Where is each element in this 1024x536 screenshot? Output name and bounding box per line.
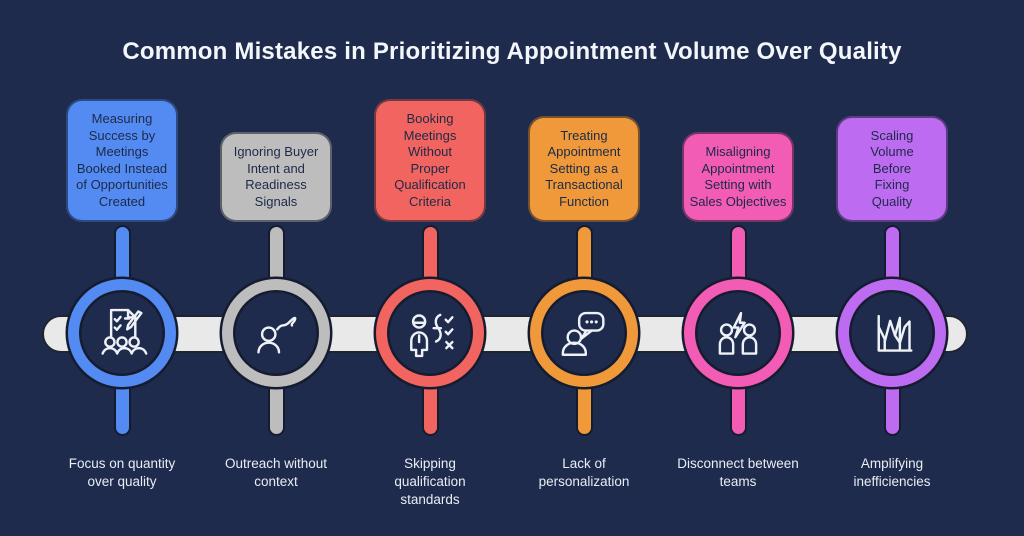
connector-stem-bottom	[885, 378, 899, 434]
page-title: Common Mistakes in Prioritizing Appointm…	[122, 38, 902, 65]
timeline-item-3: Booking Meetings Without Proper Qualific…	[353, 0, 507, 536]
connector-stem-top	[577, 227, 591, 291]
connector-stem-bottom	[115, 378, 129, 434]
consequence-label: Lack of personalization	[538, 456, 630, 490]
connector-stem-bottom	[577, 378, 591, 434]
people-conflict-bolt-icon	[718, 311, 758, 355]
connector-stem-top	[731, 227, 745, 291]
timeline-node	[222, 279, 330, 387]
timeline-node	[68, 279, 176, 387]
consequence-label: Outreach without context	[224, 456, 328, 490]
timeline-item-6: Scaling Volume Before Fixing Quality Amp…	[815, 0, 969, 536]
connector-stem-top	[269, 227, 283, 291]
person-squiggle-path-icon	[257, 316, 297, 354]
timeline-node	[530, 279, 638, 387]
connector-stem-top	[885, 227, 899, 291]
timeline-bar	[42, 315, 968, 353]
timeline-node	[376, 279, 484, 387]
connector-stem-bottom	[269, 378, 283, 434]
timeline-node	[838, 279, 946, 387]
timeline-node	[684, 279, 792, 387]
consequence-label: Amplifying inefficiencies	[853, 456, 931, 490]
timeline-item-4: Treating Appointment Setting as a Transa…	[507, 0, 661, 536]
checklist-pencil-people-icon	[101, 308, 148, 355]
timeline-item-1: Measuring Success by Meetings Booked Ins…	[45, 0, 199, 536]
mistake-card: Treating Appointment Setting as a Transa…	[528, 115, 640, 222]
mistake-card: Measuring Success by Meetings Booked Ins…	[66, 99, 178, 222]
connector-stem-top	[115, 227, 129, 291]
consequence-label: Skipping qualification standards	[394, 456, 466, 508]
connector-stem-bottom	[423, 378, 437, 434]
mistake-card: Misaligning Appointment Setting with Sal…	[682, 132, 794, 222]
consequence-label: Disconnect between teams	[677, 456, 799, 490]
person-criteria-checks-icon	[410, 313, 454, 358]
timeline-item-5: Misaligning Appointment Setting with Sal…	[661, 0, 815, 536]
mistake-card: Booking Meetings Without Proper Qualific…	[374, 99, 486, 222]
jagged-chart-icon	[877, 314, 913, 352]
connector-stem-bottom	[731, 378, 745, 434]
connector-stem-top	[423, 227, 437, 291]
mistake-card: Ignoring Buyer Intent and Readiness Sign…	[220, 132, 332, 222]
person-speech-bubble-icon	[561, 311, 605, 356]
consequence-label: Focus on quantity over quality	[68, 456, 176, 490]
timeline-item-2: Ignoring Buyer Intent and Readiness Sign…	[199, 0, 353, 536]
mistake-card: Scaling Volume Before Fixing Quality	[836, 115, 948, 222]
